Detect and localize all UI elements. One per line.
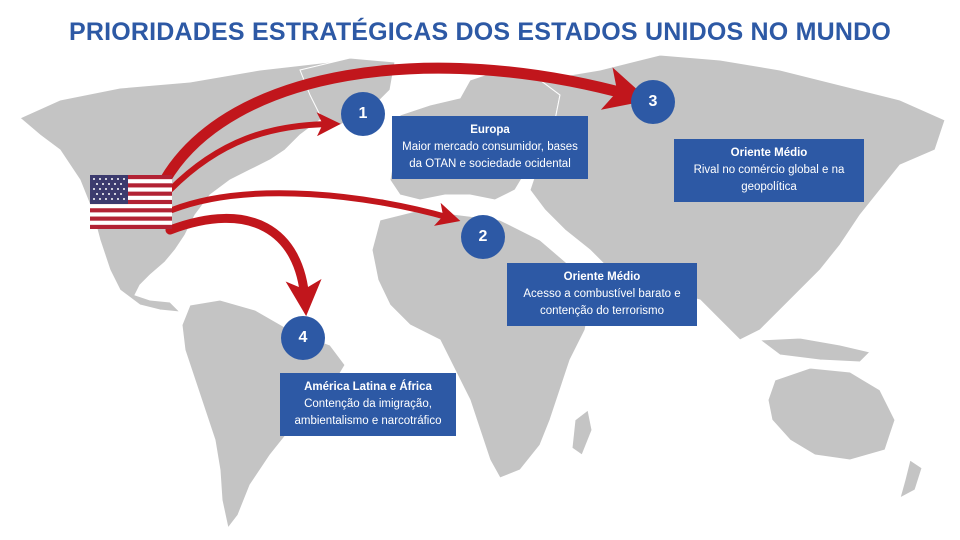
priority-heading: Europa — [470, 124, 510, 136]
priority-heading: Oriente Médio — [563, 271, 641, 283]
arrow-to-region-2 — [169, 190, 461, 226]
priority-badge-4: 4 — [281, 316, 325, 360]
australia-landmass — [767, 367, 896, 461]
priority-box-1: Europa Maior mercado consumidor, bases d… — [392, 116, 588, 179]
indonesia-landmass — [758, 337, 871, 363]
priority-badge-2: 2 — [461, 215, 505, 259]
priority-heading: América Latina e África — [304, 381, 432, 393]
arrow-to-region-1 — [167, 112, 341, 193]
priority-box-3: Oriente Médio Rival no comércio global e… — [674, 139, 864, 202]
priority-text-line: Maior mercado consumidor, bases — [402, 141, 578, 153]
priority-box-4: América Latina e África Contenção da imi… — [280, 373, 456, 436]
arrow-to-region-3 — [159, 62, 650, 186]
priority-box-2: Oriente Médio Acesso a combustível barat… — [507, 263, 697, 326]
usa-flag-icon — [90, 175, 172, 229]
page-title: PRIORIDADES ESTRATÉGICAS DOS ESTADOS UNI… — [68, 18, 892, 46]
priority-badge-3: 3 — [631, 80, 675, 124]
madagascar-landmass — [571, 409, 593, 456]
new-zealand-landmass — [899, 459, 923, 499]
arrow-to-region-4 — [165, 213, 322, 317]
priority-text-line: contenção do terrorismo — [539, 305, 664, 317]
priority-text-line: Contenção da imigração, — [304, 398, 432, 410]
priority-text-line: Acesso a combustível barato e — [523, 288, 681, 300]
priority-text-line: geopolítica — [741, 181, 797, 193]
priority-badge-1: 1 — [341, 92, 385, 136]
priority-text-line: Rival no comércio global e na — [693, 164, 845, 176]
priority-text-line: ambientalismo e narcotráfico — [294, 415, 442, 427]
priority-text-line: da OTAN e sociedade ocidental — [409, 158, 571, 170]
priority-heading: Oriente Médio — [730, 147, 808, 159]
